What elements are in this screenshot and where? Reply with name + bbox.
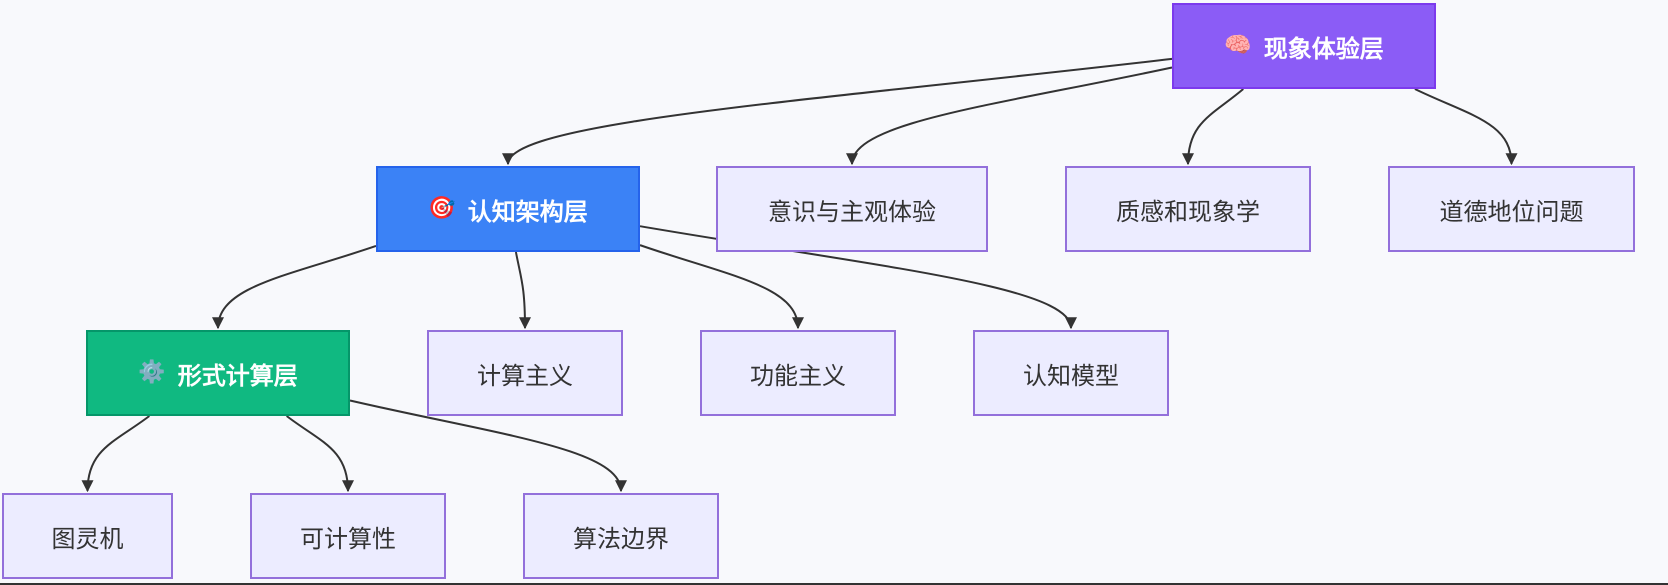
node-label: 现象体验层 [1263,34,1384,63]
edge-cognitive-to-formal [212,245,377,330]
node-label: 道德地位问题 [1439,197,1584,226]
node-label: 认知架构层 [467,197,588,226]
node-qualia[interactable]: 质感和现象学 [1065,166,1311,252]
node-moral-status[interactable]: 道德地位问题 [1388,166,1635,252]
node-label: 算法边界 [573,524,669,553]
node-algorithm-boundary[interactable]: 算法边界 [523,493,719,579]
edge-formal-to-computability [286,415,354,493]
node-cognitive-model[interactable]: 认知模型 [973,330,1169,416]
bottom-divider [0,583,1668,585]
target-icon: 🎯 [428,196,456,221]
node-label: 形式计算层 [177,361,298,390]
node-label: 质感和现象学 [1116,197,1260,226]
node-formal-layer[interactable]: ⚙️ 形式计算层 [86,330,350,416]
node-label: 计算主义 [477,361,573,390]
edge-formal-to-algorithm_boundary [349,399,627,493]
edge-formal-to-turing [81,415,150,493]
brain-icon: 🧠 [1224,33,1252,58]
node-consciousness[interactable]: 意识与主观体验 [716,166,988,252]
node-functionalism[interactable]: 功能主义 [700,330,896,416]
edge-phenomenal-to-qualia [1182,88,1244,166]
node-phenomenal-layer[interactable]: 🧠 现象体验层 [1172,3,1436,89]
node-label: 功能主义 [750,361,846,390]
node-turing-machine[interactable]: 图灵机 [2,493,173,579]
node-label: 图灵机 [51,524,124,553]
edge-phenomenal-to-moral [1414,88,1518,166]
edge-cognitive-to-functionalism [639,244,804,330]
node-cognitive-layer[interactable]: 🎯 认知架构层 [376,166,640,252]
node-computability[interactable]: 可计算性 [250,493,446,579]
edge-phenomenal-to-consciousness [846,66,1173,166]
edge-cognitive-to-computationalism [514,251,531,330]
node-label: 意识与主观体验 [768,197,936,226]
edge-phenomenal-to-cognitive [502,57,1173,166]
node-label: 认知模型 [1023,361,1119,390]
node-label: 可计算性 [300,524,396,553]
node-computationalism[interactable]: 计算主义 [427,330,623,416]
gear-icon: ⚙️ [138,360,166,385]
